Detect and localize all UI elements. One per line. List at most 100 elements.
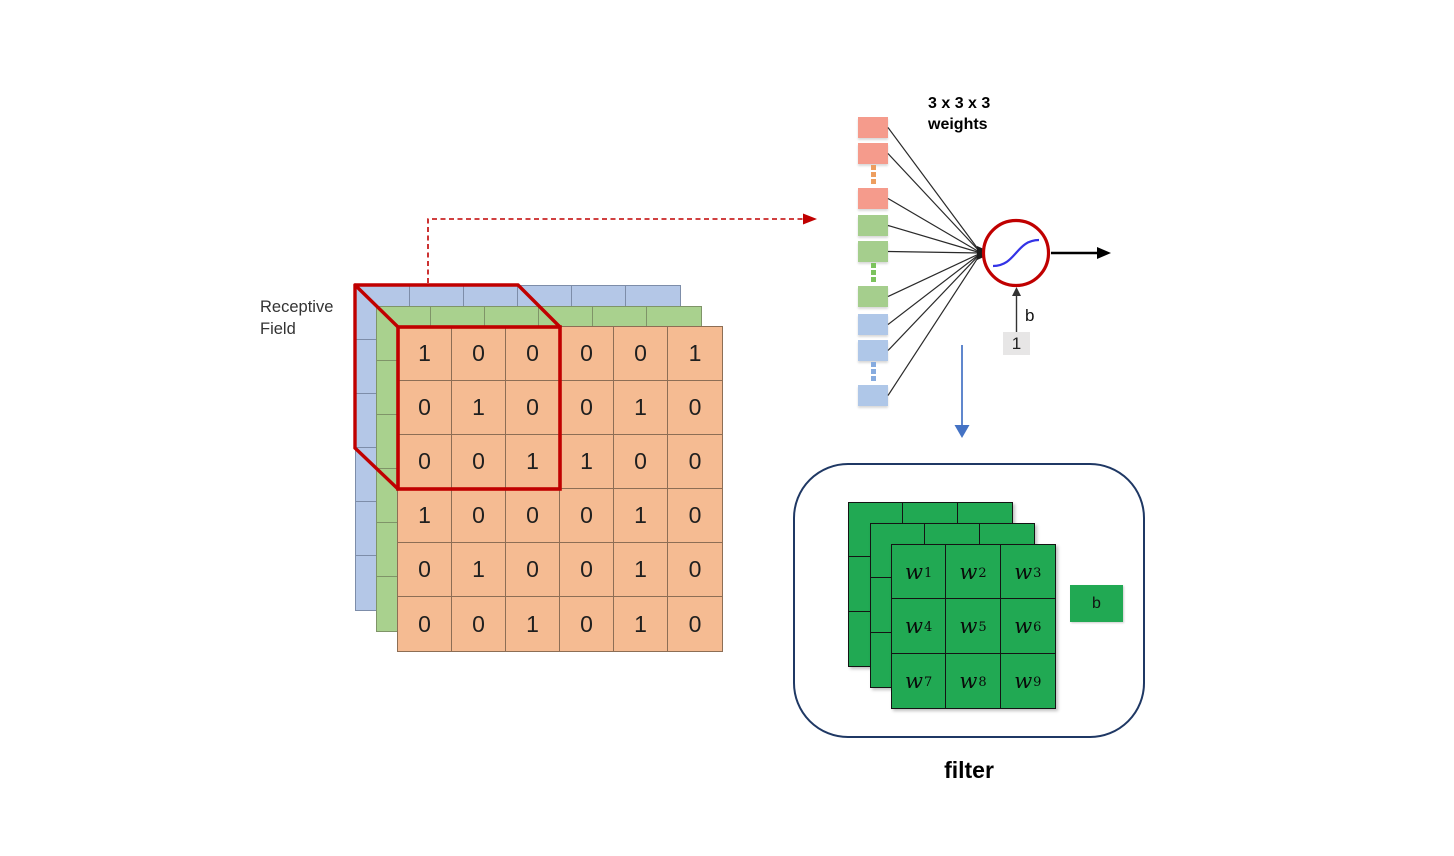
matrix-value-cell: 1: [614, 381, 668, 435]
neuron-circle: [981, 218, 1051, 288]
matrix-value-cell: 0: [452, 327, 506, 381]
weights-title-line2: weights: [928, 116, 988, 133]
filter-caption: filter: [944, 757, 994, 783]
ellipsis-dot-green-channel: [871, 277, 876, 282]
matrix-value-cell: 1: [398, 489, 452, 543]
matrix-value-cell: 0: [398, 543, 452, 597]
matrix-value-cell: 1: [398, 327, 452, 381]
weight-symbol: w: [959, 668, 978, 693]
ellipsis-dot-green-channel: [871, 270, 876, 275]
dashed-red-arrow: [427, 213, 817, 283]
weight-square-green-channel: [858, 241, 888, 262]
matrix-value-cell: 0: [452, 435, 506, 489]
weight-symbol: w: [1014, 668, 1033, 693]
weight-square-green-channel: [858, 286, 888, 307]
ellipsis-dot-red-channel: [871, 172, 876, 177]
weight-subscript: 6: [1033, 620, 1042, 636]
weight-connection-lines: [887, 127, 982, 396]
weight-square-red-channel: [858, 117, 888, 138]
matrix-value-cell: 0: [688, 610, 702, 637]
matrix-value-cell: 0: [560, 597, 614, 651]
matrix-value-cell: 0: [560, 543, 614, 597]
matrix-value-cell: 0: [560, 327, 614, 381]
weight-square-blue-channel: [858, 340, 888, 361]
matrix-value-cell: 0: [398, 435, 452, 489]
matrix-value-cell: 0: [668, 489, 722, 543]
matrix-value-cell: 1: [506, 435, 560, 489]
matrix-value-cell: 0: [452, 489, 506, 543]
weight-symbol: w: [959, 613, 978, 638]
ellipsis-dot-blue-channel: [871, 376, 876, 381]
weight-square-red-channel: [858, 143, 888, 164]
weight-subscript: 4: [924, 620, 933, 636]
output-arrow: [1051, 247, 1111, 259]
matrix-value-cell: 0: [506, 381, 560, 435]
weight-subscript: 9: [1033, 675, 1042, 691]
matrix-value-cell: 0: [506, 543, 560, 597]
matrix-value-cell: 1: [614, 543, 668, 597]
receptive-field-label-line2: Field: [260, 320, 296, 338]
weight-symbol: w: [1014, 559, 1033, 584]
weight-symbol: w: [905, 559, 924, 584]
bias-arrow: [1012, 287, 1021, 332]
weight-subscript: 5: [978, 620, 987, 636]
bias-input-box: 1: [1003, 332, 1030, 355]
matrix-value-cell: 0: [668, 381, 722, 435]
matrix-value-cell: 0: [668, 543, 722, 597]
weights-title-line1: 3 x 3 x 3: [928, 95, 991, 112]
weight-subscript: 3: [1033, 566, 1042, 582]
weight-symbol: w: [905, 668, 924, 693]
activation-sigmoid-icon: [992, 238, 1040, 268]
weight-symbol: w: [905, 613, 924, 638]
matrix-value-cell: 1: [452, 381, 506, 435]
weight-square-blue-channel: [858, 385, 888, 406]
weight-subscript: 7: [924, 675, 933, 691]
matrix-value-cell: 0: [506, 489, 560, 543]
matrix-value-cell: 1: [452, 543, 506, 597]
matrix-value-cell: 1: [614, 489, 668, 543]
matrix-value-cell: 0: [398, 381, 452, 435]
receptive-field-label-line1: Receptive: [260, 298, 334, 316]
weight-square-green-channel: [858, 215, 888, 236]
ellipsis-dot-red-channel: [871, 165, 876, 170]
matrix-value-cell: 0: [506, 327, 560, 381]
weight-subscript: 1: [924, 566, 933, 582]
weight-square-blue-channel: [858, 314, 888, 335]
bias-label: b: [1025, 306, 1035, 325]
matrix-value-cell: 0: [614, 327, 668, 381]
matrix-value-cell: 0: [398, 597, 452, 651]
weight-symbol: w: [959, 559, 978, 584]
matrix-value-cell: 1: [506, 597, 560, 651]
ellipsis-dot-green-channel: [871, 263, 876, 268]
filter-pointer-arrow: [954, 345, 970, 438]
weight-symbol: w: [1014, 613, 1033, 638]
matrix-value-cell: 0: [560, 381, 614, 435]
matrix-value-cell: 0: [452, 597, 506, 651]
matrix-value-cell: 0: [668, 435, 722, 489]
ellipsis-dot-blue-channel: [871, 369, 876, 374]
weights-title: 3 x 3 x 3 weights: [928, 93, 990, 135]
filter-bias-square: b: [1070, 585, 1123, 622]
weight-square-red-channel: [858, 188, 888, 209]
matrix-value-cell: 1: [560, 435, 614, 489]
connection-convergence: [977, 246, 993, 260]
matrix-value-cell: 1: [668, 327, 722, 381]
ellipsis-dot-red-channel: [871, 179, 876, 184]
weight-subscript: 8: [978, 675, 987, 691]
matrix-value-cell: 1: [614, 597, 668, 651]
weight-subscript: 2: [978, 566, 987, 582]
ellipsis-dot-blue-channel: [871, 362, 876, 367]
